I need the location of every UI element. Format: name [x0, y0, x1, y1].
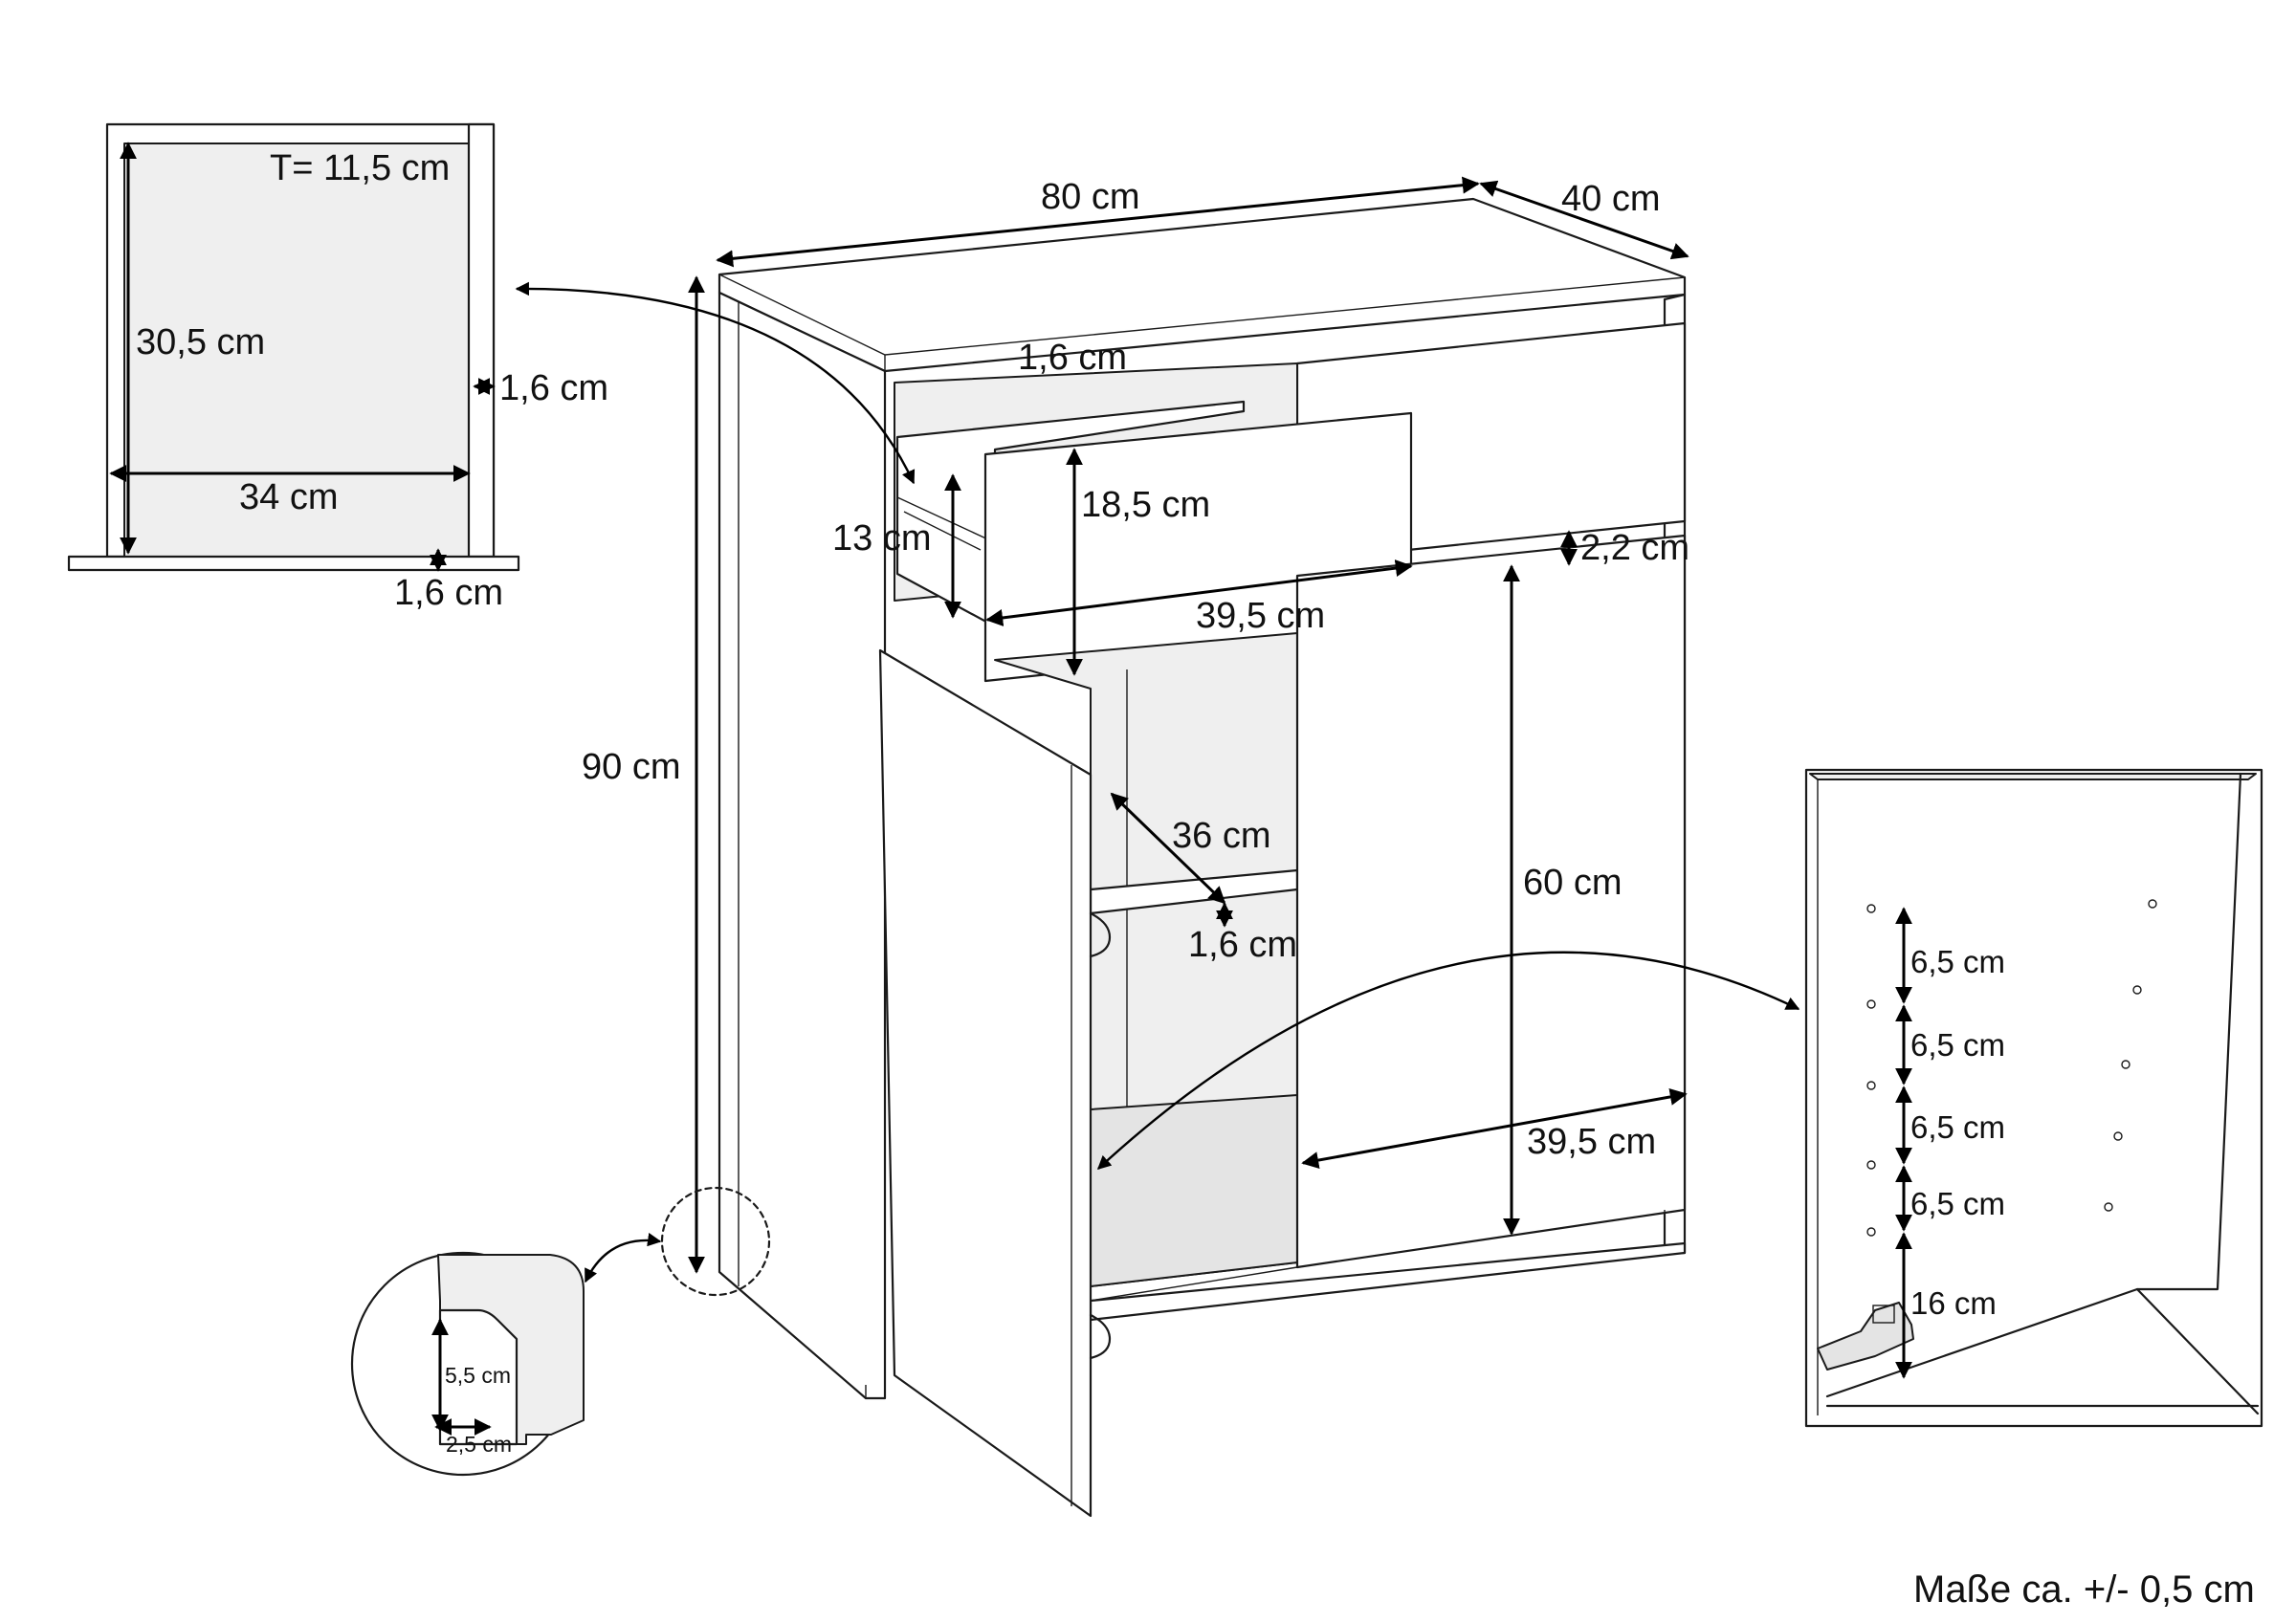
drawer-slide-label: 13 cm — [832, 518, 931, 559]
drawer-inner-width-label: 34 cm — [239, 477, 338, 517]
foot-detail-marker — [660, 1186, 771, 1297]
drawer-detail-inner — [123, 143, 470, 558]
shelf-depth-label: 36 cm — [1172, 816, 1270, 856]
shelf-thickness-label: 1,6 cm — [1188, 925, 1297, 965]
shelf-depth-dimension — [1110, 792, 1226, 905]
drawer-width-label: 39,5 cm — [1196, 596, 1325, 636]
drawer-bottom-label: 1,6 cm — [394, 573, 503, 613]
drawer-wall-label: 1,6 cm — [499, 368, 608, 408]
door-width-label: 39,5 cm — [1527, 1122, 1656, 1162]
hinge-offset-label: 16 cm — [1910, 1285, 1997, 1321]
door-left-open — [878, 648, 1093, 1518]
pin-spacing-1-label: 6,5 cm — [1910, 944, 2005, 979]
top-thickness-label: 1,6 cm — [1018, 338, 1127, 378]
depth-dimension-line — [1479, 180, 1689, 260]
shelf-pin-holes — [1866, 899, 2157, 1237]
tolerance-note: Maße ca. +/- 0,5 cm — [1913, 1568, 2255, 1611]
drawer-width-dimension — [985, 559, 1413, 626]
width-label: 80 cm — [1041, 177, 1139, 217]
foot-height-label: 5,5 cm — [445, 1363, 511, 1388]
drawer-inner-depth-label: T= 11,5 cm — [270, 148, 450, 188]
main-dimension-lines: 80 cm 40 cm 90 cm 1,6 cm 13 cm 18,5 cm 3… — [582, 176, 1689, 1274]
pin-spacing-4-label: 6,5 cm — [1910, 1186, 2005, 1221]
drawer-detail: T= 11,5 cm 30,5 cm 1,6 cm 34 cm 1,6 cm — [67, 122, 916, 613]
cabinet-left-side — [718, 291, 887, 1400]
door-height-label: 60 cm — [1523, 863, 1622, 903]
drawer-detail-bottom — [67, 555, 520, 572]
foot-detail-pointer — [584, 1232, 662, 1283]
width-dimension-line — [716, 176, 1480, 268]
height-label: 90 cm — [582, 747, 680, 787]
drawer-gap-label: 2,2 cm — [1580, 528, 1689, 568]
cabinet-drawing — [718, 197, 1687, 1518]
drawer-detail-pointer — [515, 281, 916, 485]
pin-spacing-3-label: 6,5 cm — [1910, 1109, 2005, 1145]
foot-detail: 5,5 cm 2,5 cm — [350, 1186, 771, 1477]
foot-width-label: 2,5 cm — [446, 1432, 512, 1457]
hinge-detail: 6,5 cm 6,5 cm 6,5 cm 6,5 cm 16 cm — [1096, 768, 2263, 1428]
hinge-detail-pointer — [1096, 951, 1800, 1170]
pin-spacing-2-label: 6,5 cm — [1910, 1027, 2005, 1063]
drawer-height-label: 18,5 cm — [1081, 485, 1210, 525]
depth-label: 40 cm — [1561, 179, 1660, 219]
drawer-inner-height-label: 30,5 cm — [136, 322, 265, 362]
